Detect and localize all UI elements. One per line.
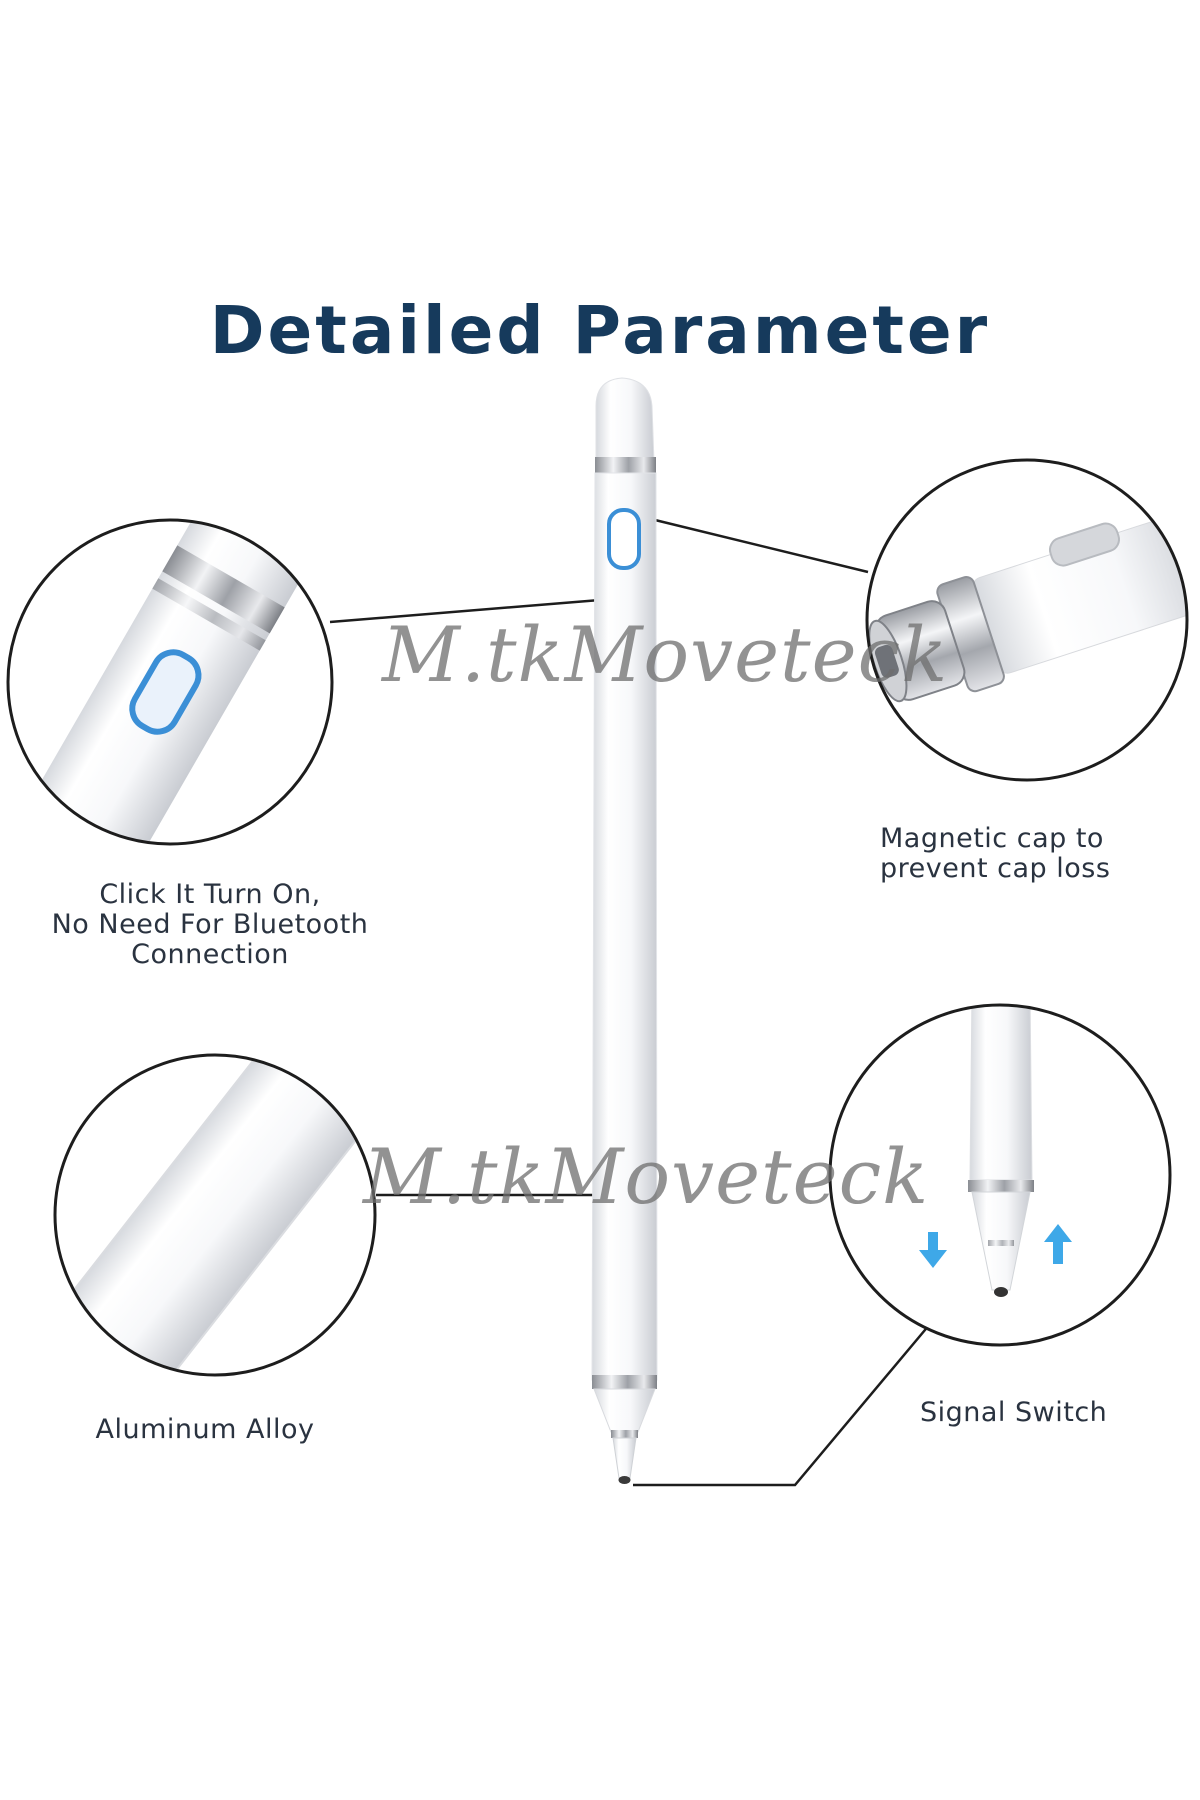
pen-tip bbox=[994, 1287, 1008, 1297]
caption-text: Click It Turn On, No Need For Bluetooth … bbox=[51, 879, 369, 970]
connector-line bbox=[654, 518, 869, 574]
watermark: M.tkMoveteck bbox=[382, 610, 949, 699]
arrow-down-icon bbox=[919, 1232, 947, 1268]
stylus-pen bbox=[591, 377, 658, 1484]
caption-aluminum-alloy: Aluminum Alloy bbox=[40, 1415, 370, 1445]
metal-ring bbox=[592, 1375, 657, 1389]
power-button bbox=[607, 508, 641, 570]
detail-circle-aluminum-body bbox=[53, 1053, 377, 1377]
detail-circle-signal-switch bbox=[828, 1003, 1172, 1347]
metal-ring bbox=[595, 457, 656, 473]
detail-circle-magnetic-cap bbox=[865, 458, 1189, 782]
pen-tip bbox=[618, 1476, 631, 1484]
arrow-up-icon bbox=[1044, 1224, 1072, 1264]
page-title: Detailed Parameter bbox=[209, 292, 991, 369]
caption-magnetic-cap: Magnetic cap to prevent cap loss bbox=[880, 824, 1180, 884]
caption-text: Aluminum Alloy bbox=[95, 1414, 315, 1445]
connector-line bbox=[329, 598, 601, 624]
magnet-slot bbox=[874, 644, 899, 678]
connector-lines bbox=[329, 518, 931, 1487]
connector-line bbox=[633, 1323, 931, 1487]
power-button-icon bbox=[129, 649, 202, 735]
watermark: M.tkMoveteck bbox=[363, 1132, 930, 1221]
caption-power-button: Click It Turn On, No Need For Bluetooth … bbox=[10, 880, 410, 970]
caption-text: Signal Switch bbox=[920, 1397, 1108, 1428]
caption-text: Magnetic cap to prevent cap loss bbox=[880, 823, 1111, 884]
caption-signal-switch: Signal Switch bbox=[920, 1398, 1200, 1428]
